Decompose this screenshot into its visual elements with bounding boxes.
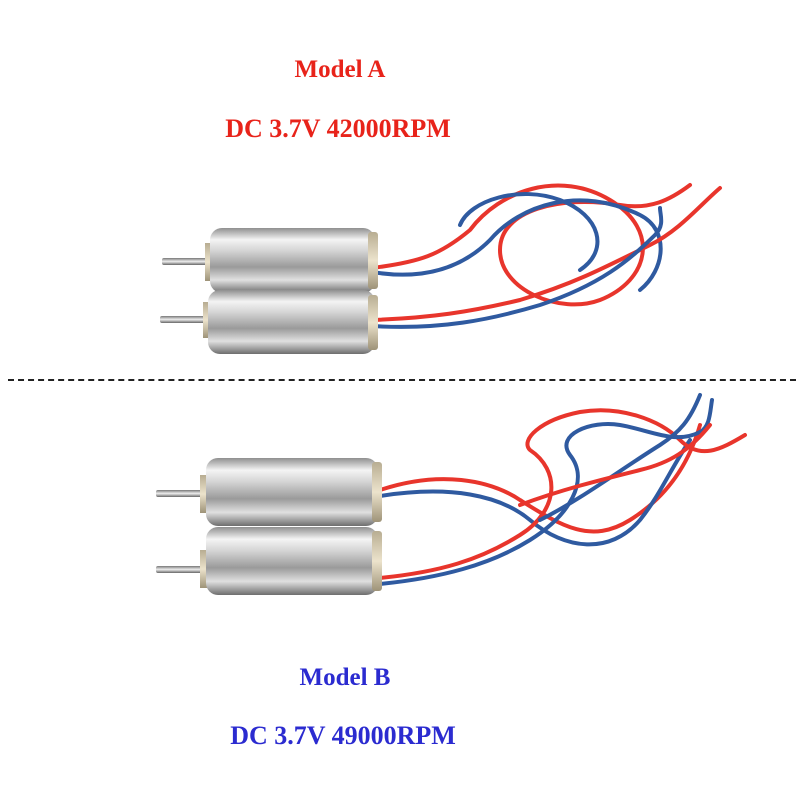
model-b-title: Model B [299,664,391,691]
model-b-motors [156,393,747,595]
model-a-title: Model A [294,56,386,83]
model-a-motors [160,183,722,354]
model-a-spec: DC 3.7V 42000RPM [225,114,451,143]
model-b-spec: DC 3.7V 49000RPM [230,721,456,750]
section-divider [8,379,796,381]
